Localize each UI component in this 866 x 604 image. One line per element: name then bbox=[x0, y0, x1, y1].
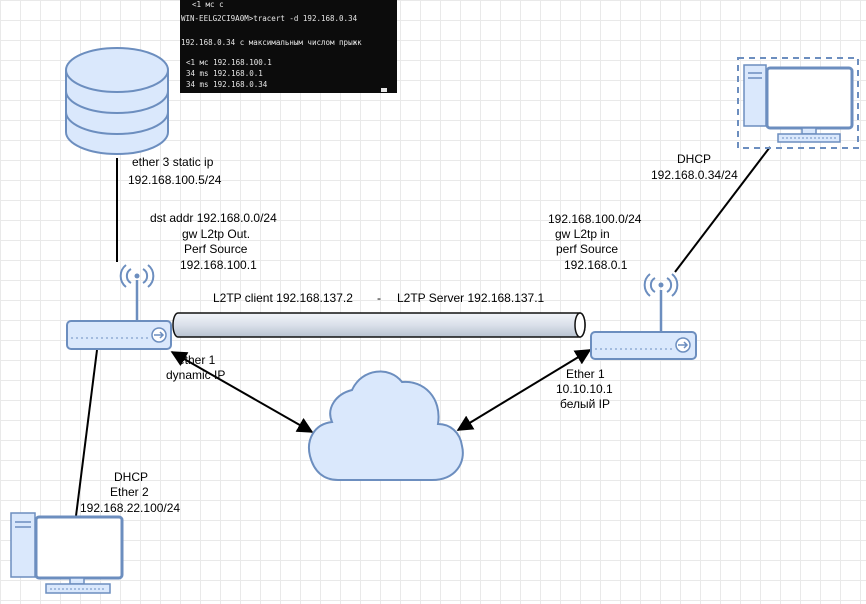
right-wan-label: 10.10.10.1 bbox=[556, 382, 613, 396]
left-route-label: 192.168.100.1 bbox=[180, 258, 257, 272]
pc-left-ip-label: 192.168.22.100/24 bbox=[80, 501, 180, 515]
right-route-label: 192.168.0.1 bbox=[564, 258, 628, 272]
left-route-label: dst addr 192.168.0.0/24 bbox=[150, 211, 277, 225]
l2tp-tunnel-pipe bbox=[172, 312, 586, 338]
tunnel-separator-label: - bbox=[377, 291, 381, 305]
terminal-line: 192.168.0.34 с максимальным числом прыжк bbox=[181, 38, 362, 47]
pc-right-ip-label: 192.168.0.34/24 bbox=[651, 168, 738, 182]
terminal-line: 34 ms 192.168.0.34 bbox=[186, 80, 268, 89]
tunnel-client-label: L2TP client 192.168.137.2 bbox=[213, 291, 353, 305]
pc-right-label: DHCP bbox=[677, 152, 711, 166]
terminal-line: WIN-EELG2CI9A0M>tracert -d 192.168.0.34 bbox=[181, 14, 358, 23]
left-router-icon bbox=[66, 264, 172, 350]
pc-left-icon bbox=[10, 512, 124, 594]
internet-cloud bbox=[308, 370, 464, 481]
terminal-line: <1 мс 192.168.100.1 bbox=[186, 58, 272, 67]
right-route-label: perf Source bbox=[556, 242, 618, 256]
right-wan-label: Ether 1 bbox=[566, 367, 605, 381]
left-router-internet-arrow bbox=[170, 351, 314, 433]
router-pc-link bbox=[75, 349, 98, 517]
tunnel-server-label: L2TP Server 192.168.137.1 bbox=[397, 291, 545, 305]
left-wan-label: dynamic IP bbox=[166, 368, 225, 382]
right-router-icon bbox=[590, 273, 697, 360]
left-wan-label: ether 1 bbox=[178, 353, 216, 367]
right-wan-label: белый IP bbox=[560, 397, 610, 411]
left-route-label: gw L2tp Out. bbox=[182, 227, 250, 241]
pc-left-label: Ether 2 bbox=[110, 485, 149, 499]
terminal-line: <1 мс с bbox=[192, 0, 224, 9]
pc-right-icon bbox=[737, 57, 859, 149]
database-server-icon bbox=[65, 47, 169, 155]
left-route-label: Perf Source bbox=[184, 242, 248, 256]
right-route-label: 192.168.100.0/24 bbox=[548, 212, 642, 226]
server-ip-label: 192.168.100.5/24 bbox=[128, 173, 222, 187]
router-pc-right-link bbox=[674, 146, 771, 273]
pc-left-label: DHCP bbox=[114, 470, 148, 484]
right-route-label: gw L2tp in bbox=[555, 227, 610, 241]
tracert-terminal: <1 мс с WIN-EELG2CI9A0M>tracert -d 192.1… bbox=[180, 0, 397, 93]
terminal-line: 34 ms 192.168.0.1 bbox=[186, 69, 263, 78]
server-label: ether 3 static ip bbox=[132, 155, 214, 169]
right-router-internet-arrow bbox=[456, 349, 592, 431]
